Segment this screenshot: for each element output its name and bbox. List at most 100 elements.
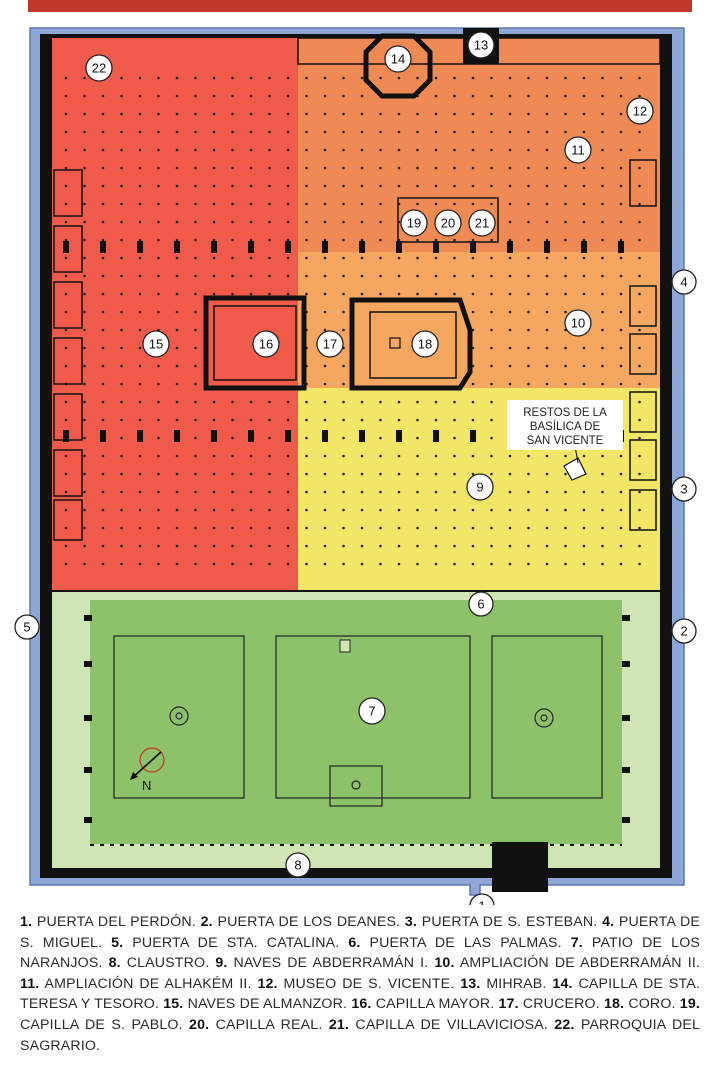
- column: [305, 562, 308, 566]
- column: [490, 76, 493, 80]
- legend-item: 11. AMPLIACIÓN DE ALHAKÉM II.: [20, 976, 257, 992]
- marker-16[interactable]: 16: [252, 330, 280, 358]
- column: [545, 328, 549, 332]
- column: [471, 400, 475, 404]
- column: [323, 274, 327, 278]
- column: [120, 418, 123, 422]
- marker-13[interactable]: 13: [467, 31, 495, 59]
- column: [416, 418, 419, 422]
- marker-5[interactable]: 5: [14, 614, 40, 640]
- column: [379, 508, 382, 512]
- column: [379, 292, 382, 296]
- marker-10[interactable]: 10: [564, 309, 592, 337]
- legend-number: 17.: [498, 996, 519, 1013]
- marker-2[interactable]: 2: [671, 618, 697, 644]
- column: [249, 166, 253, 170]
- column: [527, 274, 530, 278]
- column: [508, 382, 512, 386]
- column: [490, 526, 493, 530]
- column: [545, 382, 549, 386]
- column: [416, 274, 419, 278]
- column: [360, 472, 364, 476]
- column: [434, 274, 438, 278]
- column: [120, 94, 123, 98]
- column: [342, 148, 345, 152]
- legend-text: MIHRAB.: [480, 975, 553, 992]
- column: [619, 310, 623, 314]
- column: [157, 310, 160, 314]
- column: [360, 526, 364, 530]
- marker-7[interactable]: 7: [358, 697, 386, 725]
- marker-15-label: 15: [149, 337, 163, 352]
- column: [490, 328, 493, 332]
- column: [379, 256, 382, 260]
- marker-17[interactable]: 17: [316, 330, 344, 358]
- marker-18[interactable]: 18: [411, 330, 439, 358]
- marker-17-label: 17: [323, 337, 337, 352]
- column: [101, 346, 105, 350]
- column: [360, 562, 364, 566]
- marker-11[interactable]: 11: [564, 136, 592, 164]
- marker-9[interactable]: 9: [466, 473, 494, 501]
- column: [564, 256, 567, 260]
- column: [157, 166, 160, 170]
- column: [508, 544, 512, 548]
- marker-19[interactable]: 19: [400, 209, 428, 237]
- column: [638, 292, 641, 296]
- column: [83, 184, 86, 188]
- column: [194, 472, 197, 476]
- marker-22[interactable]: 22: [85, 54, 113, 82]
- legend-item: 19. CAPILLA DE S. PABLO.: [20, 996, 700, 1033]
- column: [638, 436, 641, 440]
- column: [453, 130, 456, 134]
- marker-14-label: 14: [391, 52, 405, 67]
- legend-text: NAVES DE ABDERRAMÁN I.: [227, 955, 435, 972]
- legend-text: PUERTA DE STA. CATALINA.: [123, 934, 349, 951]
- column: [508, 202, 512, 206]
- column: [268, 454, 271, 458]
- column: [286, 562, 290, 566]
- column: [619, 526, 623, 530]
- column: [619, 76, 623, 80]
- column: [490, 508, 493, 512]
- column: [638, 94, 641, 98]
- marker-1[interactable]: 1: [469, 893, 495, 905]
- column: [323, 148, 327, 152]
- column: [490, 130, 493, 134]
- plan-markers: 1 2 3 4 5 6 7 8 9 10 11 12 13 14 15 16 1…: [14, 31, 697, 905]
- column: [379, 166, 382, 170]
- column: [416, 508, 419, 512]
- pier: [396, 430, 402, 442]
- column: [527, 472, 530, 476]
- column: [194, 202, 197, 206]
- legend-item: 21. CAPILLA DE VILLAVICIOSA.: [329, 1017, 554, 1033]
- column: [83, 544, 86, 548]
- column: [305, 454, 308, 458]
- marker-14[interactable]: 14: [384, 45, 412, 73]
- capilla-mayor-structure: [203, 295, 307, 391]
- column: [212, 184, 216, 188]
- column: [175, 202, 179, 206]
- marker-8[interactable]: 8: [285, 852, 311, 878]
- column: [397, 562, 401, 566]
- column: [342, 166, 345, 170]
- column: [212, 526, 216, 530]
- column: [286, 274, 290, 278]
- marker-12[interactable]: 12: [626, 97, 654, 125]
- marker-21[interactable]: 21: [468, 209, 496, 237]
- marker-6[interactable]: 6: [468, 591, 494, 617]
- basilica-remains-slab: [563, 457, 587, 481]
- marker-20[interactable]: 20: [434, 209, 462, 237]
- column: [286, 130, 290, 134]
- column: [120, 76, 123, 80]
- marker-4[interactable]: 4: [671, 269, 697, 295]
- column: [157, 364, 160, 368]
- column: [490, 256, 493, 260]
- column: [397, 526, 401, 530]
- column: [194, 562, 197, 566]
- column: [286, 454, 290, 458]
- column: [323, 238, 327, 242]
- column: [175, 238, 179, 242]
- marker-3[interactable]: 3: [671, 476, 697, 502]
- marker-15[interactable]: 15: [142, 330, 170, 358]
